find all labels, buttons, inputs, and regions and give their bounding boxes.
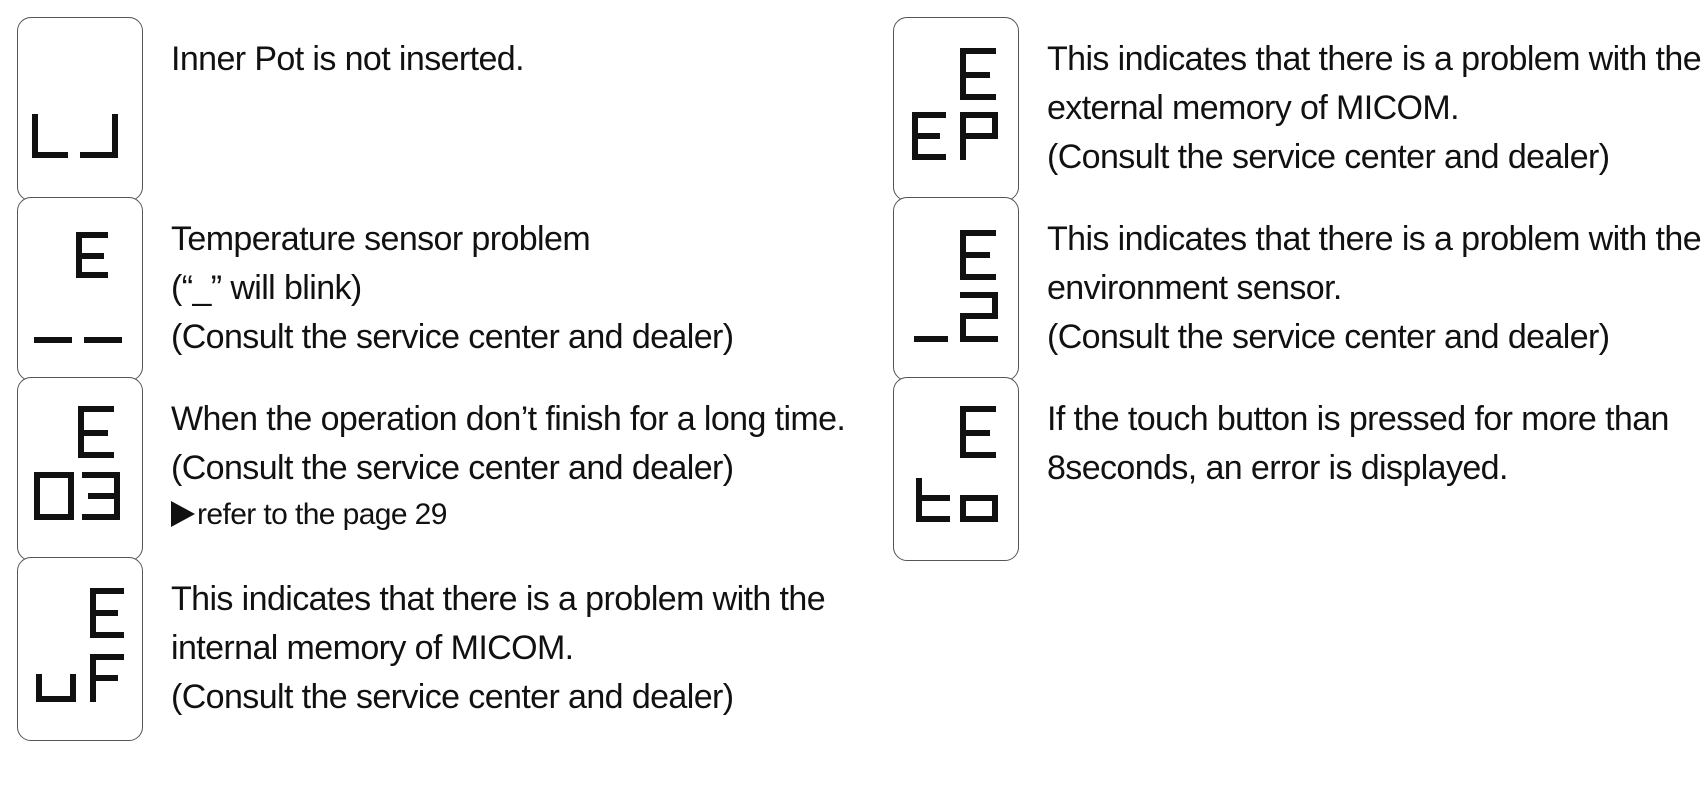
description-line: (Consult the service center and dealer) [171,449,734,487]
description-line: If the touch button is pressed for more … [1047,400,1669,438]
description-line: This indicates that there is a problem w… [1047,220,1702,258]
euf-display-icon [17,557,143,741]
inner-pot-display-icon [17,17,143,201]
error-entry-eep: This indicates that there is a problem w… [893,17,1706,207]
error-entry-e03: When the operation don’t finish for a lo… [17,377,857,567]
error-description: This indicates that there is a problem w… [1047,35,1706,182]
description-line: (Consult the service center and dealer) [1047,318,1610,356]
description-line: 8seconds, an error is displayed. [1047,449,1508,487]
eto-display-icon [893,377,1019,561]
description-line: external memory of MICOM. [1047,89,1460,127]
description-line: Inner Pot is not inserted. [171,40,525,78]
description-line: (Consult the service center and dealer) [171,318,734,356]
description-line: This indicates that there is a problem w… [171,580,826,618]
description-line: (Consult the service center and dealer) [171,678,734,716]
error-entry-euf: This indicates that there is a problem w… [17,557,857,747]
error-entry-temperature-sensor: Temperature sensor problem (“_” will bli… [17,197,857,387]
error-description: This indicates that there is a problem w… [1047,215,1706,362]
page-reference-text: refer to the page 29 [197,498,447,531]
error-description: If the touch button is pressed for more … [1047,395,1706,493]
description-line: (Consult the service center and dealer) [1047,138,1610,176]
description-line: environment sensor. [1047,269,1342,307]
eep-display-icon [893,17,1019,201]
error-description: Temperature sensor problem (“_” will bli… [171,215,871,362]
page-reference: refer to the page 29 [171,493,871,537]
error-description: This indicates that there is a problem w… [171,575,871,722]
description-line: When the operation don’t finish for a lo… [171,400,846,438]
description-line: (“_” will blink) [171,269,362,307]
error-description: When the operation don’t finish for a lo… [171,395,871,537]
description-line: internal memory of MICOM. [171,629,574,667]
error-entry-eto: If the touch button is pressed for more … [893,377,1706,567]
e03-display-icon [17,377,143,561]
description-line: This indicates that there is a problem w… [1047,40,1702,78]
ee-display-icon [893,197,1019,381]
description-line: Temperature sensor problem [171,220,591,258]
error-entry-inner-pot: Inner Pot is not inserted. [17,17,857,207]
error-description: Inner Pot is not inserted. [171,35,871,84]
triangle-arrow-icon [171,501,195,527]
error-entry-environment-sensor: This indicates that there is a problem w… [893,197,1706,387]
temperature-sensor-display-icon [17,197,143,381]
